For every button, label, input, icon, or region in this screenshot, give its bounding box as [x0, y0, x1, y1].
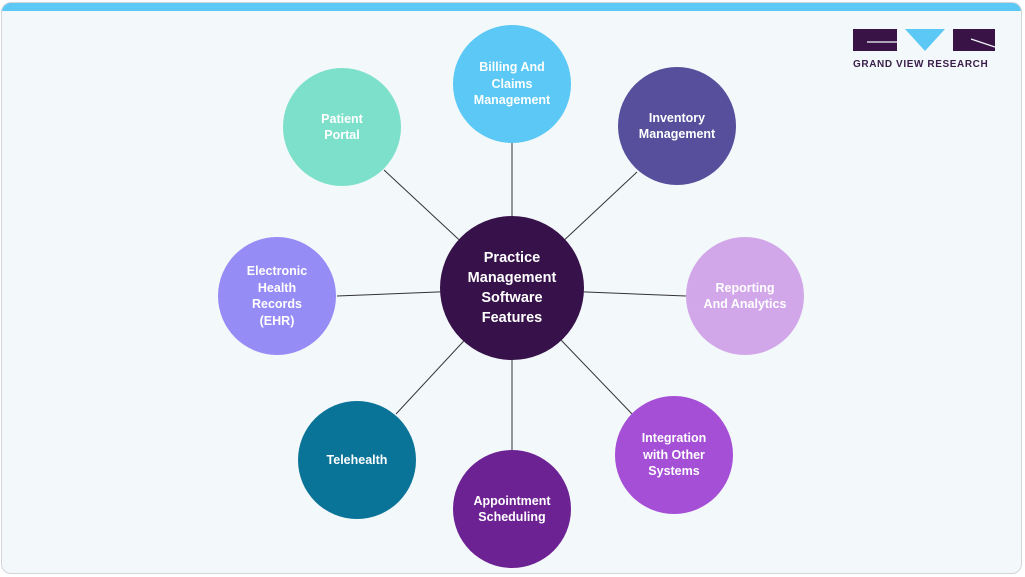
top-accent-bar [2, 3, 1021, 11]
node-label: Electronic Health Records (EHR) [246, 264, 308, 328]
node-inventory: Inventory Management [618, 67, 736, 185]
node-patient-portal: Patient Portal [283, 68, 401, 186]
node-ehr: Electronic Health Records (EHR) [218, 237, 336, 355]
node-billing: Billing And Claims Management [453, 25, 571, 143]
node-telehealth: Telehealth [298, 401, 416, 519]
gvr-logo [853, 29, 995, 51]
node-label: Telehealth [326, 452, 388, 467]
node-label: Appointment Scheduling [473, 493, 551, 525]
node-label: Inventory Management [638, 110, 716, 142]
node-label: Reporting And Analytics [703, 280, 787, 312]
center-label: Practice Management Software Features [467, 250, 557, 326]
node-label: Integration with Other Systems [641, 431, 707, 479]
node-integration: Integration with Other Systems [615, 396, 733, 514]
logo-r-line [970, 38, 995, 48]
logo-triangle-v [905, 29, 945, 51]
brand-name: GRAND VIEW RESEARCH [853, 59, 989, 70]
center-node: Practice Management Software Features [440, 216, 584, 360]
node-label: Billing And Claims Management [473, 60, 551, 108]
node-reporting: Reporting And Analytics [686, 237, 804, 355]
node-appointment: Appointment Scheduling [453, 450, 571, 568]
logo-block-g [853, 29, 897, 51]
node-label: Patient Portal [321, 111, 363, 143]
